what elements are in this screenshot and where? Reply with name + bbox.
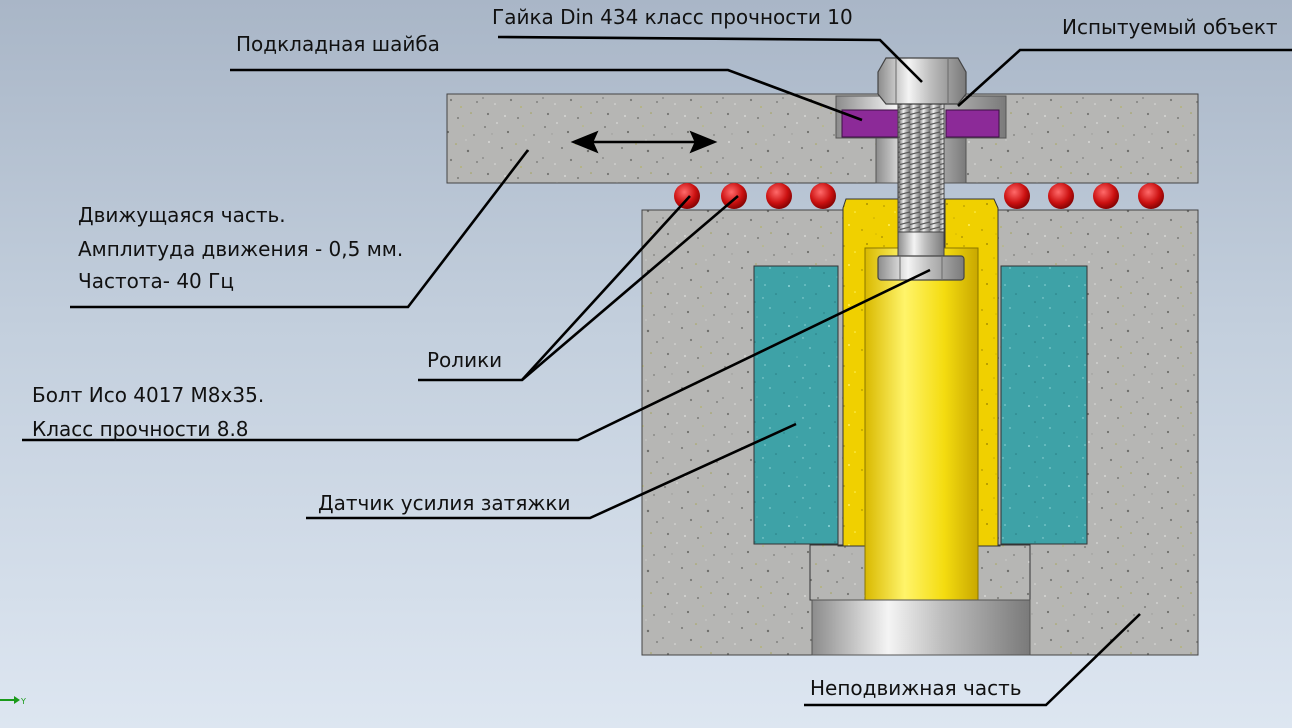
leader-test-object xyxy=(957,48,1292,107)
leader-rollers-2 xyxy=(521,195,739,381)
roller xyxy=(1138,183,1164,209)
label-bolt-2: Класс прочности 8.8 xyxy=(32,417,249,441)
label-moving-part-1: Движущаяся часть. xyxy=(78,203,286,227)
leader-washer xyxy=(230,68,863,122)
rollers xyxy=(674,183,1164,209)
steel-base-pin xyxy=(811,599,1031,656)
roller xyxy=(766,183,792,209)
roller xyxy=(721,183,747,209)
force-sensor xyxy=(809,198,1031,601)
label-washer: Подкладная шайба xyxy=(236,32,440,56)
label-test-object: Испытуемый объект xyxy=(1062,15,1278,39)
roller xyxy=(674,183,700,209)
lower-nut xyxy=(877,255,965,281)
roller xyxy=(810,183,836,209)
label-moving-part-3: Частота- 40 Гц xyxy=(78,269,234,293)
label-nut: Гайка Din 434 класс прочности 10 xyxy=(492,5,853,29)
label-sensor: Датчик усилия затяжки xyxy=(318,491,570,515)
moving-plate xyxy=(446,93,1199,184)
roller xyxy=(1004,183,1030,209)
labels: Гайка Din 434 класс прочности 10 Подклад… xyxy=(32,5,1278,700)
washer xyxy=(841,109,1000,138)
label-rollers: Ролики xyxy=(427,348,502,372)
label-fixed-part: Неподвижная часть xyxy=(810,676,1022,700)
label-bolt-1: Болт Исо 4017 М8х35. xyxy=(32,383,264,407)
leader-lines xyxy=(22,35,1292,707)
leader-bolt xyxy=(22,268,931,442)
bolt xyxy=(897,99,945,258)
leader-moving-part xyxy=(70,149,530,309)
leader-sensor xyxy=(306,422,797,520)
leader-nut xyxy=(497,35,923,83)
motion-arrow-icon xyxy=(570,130,718,154)
roller xyxy=(1093,183,1119,209)
teal-inserts xyxy=(753,265,1088,545)
label-moving-part-2: Амплитуда движения - 0,5 мм. xyxy=(78,237,403,261)
roller xyxy=(1048,183,1074,209)
svg-text:Y: Y xyxy=(20,697,26,706)
axis-triad-icon: Y xyxy=(0,696,26,706)
leader-fixed-part xyxy=(804,613,1141,707)
